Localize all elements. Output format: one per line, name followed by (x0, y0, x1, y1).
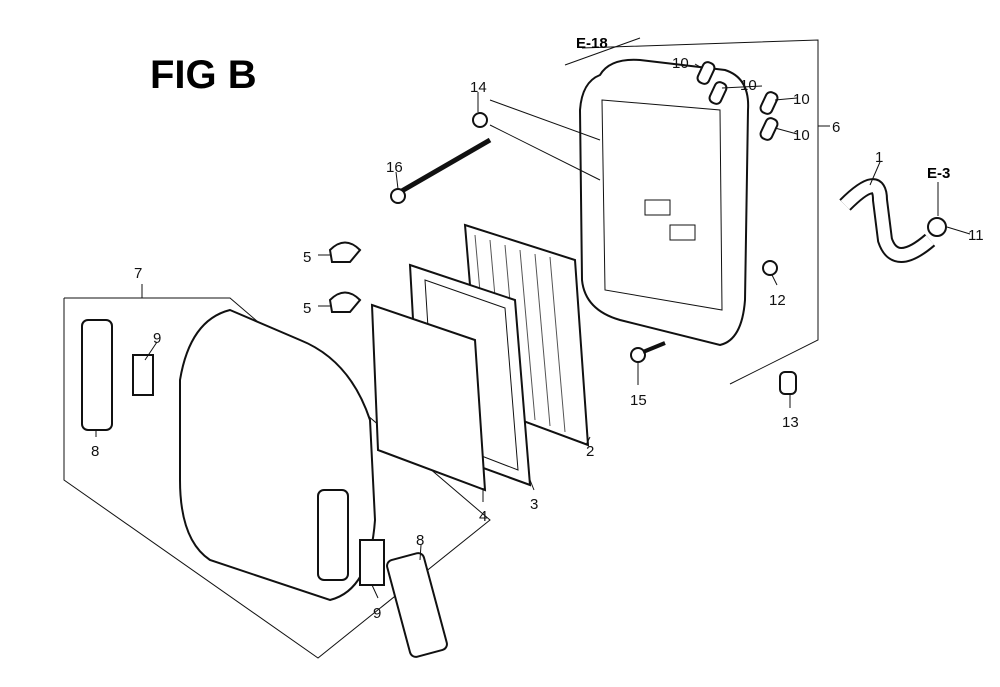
group-6-bracket-lower (729, 126, 819, 385)
leader-lines (95, 63, 971, 599)
bolt-16 (398, 137, 492, 195)
leader (489, 99, 601, 141)
callout-9: 9 (373, 605, 381, 622)
callout-10: 10 (793, 127, 810, 144)
callout-4: 4 (479, 508, 487, 525)
callout-2: 2 (586, 443, 594, 460)
bolt-head (390, 188, 406, 204)
pre-filter-foam (370, 303, 487, 492)
callout-8: 8 (416, 532, 424, 549)
callout-7: 7 (134, 265, 142, 282)
case-detail (669, 224, 696, 241)
callout-15: 15 (630, 392, 647, 409)
callout-5: 5 (303, 300, 311, 317)
group-6-bracket (581, 39, 830, 127)
callout-1: 1 (875, 149, 883, 166)
callout-16: 16 (386, 159, 403, 176)
air-cleaner-case (578, 58, 750, 347)
ref-e3: E-3 (927, 165, 950, 182)
side-cover-8a (81, 319, 113, 431)
callout-12: 12 (769, 292, 786, 309)
clip-9a (132, 354, 154, 396)
clamp-5b (328, 291, 362, 313)
nut-12 (762, 260, 778, 276)
callout-13: 13 (782, 414, 799, 431)
case-detail (644, 199, 671, 216)
callout-10: 10 (672, 55, 689, 72)
callout-3: 3 (530, 496, 538, 513)
figure-title: FIG B (150, 53, 257, 97)
callout-5: 5 (303, 249, 311, 266)
e18-arrow (564, 37, 641, 66)
callout-10: 10 (740, 77, 757, 94)
cover-vent (317, 489, 349, 581)
cap-13 (779, 371, 797, 395)
case-inner (601, 99, 723, 311)
grommets (696, 61, 779, 141)
clip-9b (359, 539, 385, 586)
callout-10: 10 (793, 91, 810, 108)
ref-e18: E-18 (576, 35, 608, 52)
clip-11 (927, 217, 947, 237)
callout-14: 14 (470, 79, 487, 96)
nut-14 (472, 112, 488, 128)
callout-8: 8 (91, 443, 99, 460)
callout-11: 11 (968, 227, 984, 244)
side-cover-8b (386, 552, 448, 658)
callout-6: 6 (832, 119, 840, 136)
clamp-5a (328, 241, 362, 263)
leader (489, 124, 601, 181)
callout-9: 9 (153, 330, 161, 347)
